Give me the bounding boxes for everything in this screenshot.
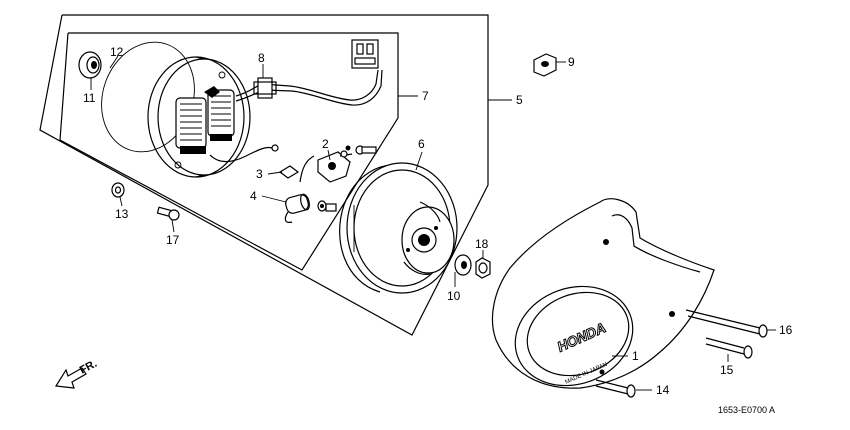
breaker-screw: [345, 145, 377, 155]
callout-3: 3: [256, 167, 263, 181]
wire-harness: [235, 69, 383, 106]
callout-18: 18: [475, 237, 489, 251]
flywheel-washer: [454, 254, 472, 276]
ground-wire: [209, 146, 273, 163]
cover-bolt-14: [595, 379, 636, 398]
callout-5: 5: [516, 93, 523, 107]
wire-grommet: [533, 53, 557, 77]
callout-14: 14: [656, 383, 670, 397]
short-bolt: [156, 206, 180, 221]
condenser: [284, 155, 315, 223]
direction-label: FR.: [78, 358, 99, 377]
flywheel-rotor: [339, 162, 458, 294]
callout-1: 1: [632, 349, 639, 363]
callout-13: 13: [115, 207, 129, 221]
leader-lines: [90, 55, 776, 391]
callout-15: 15: [720, 363, 734, 377]
flywheel-nut: [475, 257, 491, 279]
callout-8: 8: [258, 51, 265, 65]
callout-4: 4: [250, 189, 257, 203]
callout-17: 17: [166, 233, 180, 247]
callout-6: 6: [418, 137, 425, 151]
oil-seal: [78, 51, 102, 79]
callout-2: 2: [322, 137, 329, 151]
callout-11: 11: [83, 91, 96, 105]
condenser-screw: [317, 200, 337, 212]
callout-9: 9: [568, 55, 575, 69]
callout-12: 12: [110, 45, 124, 59]
small-washer: [111, 182, 125, 198]
callouts: 1 2 3 4 5 6 7 8 9 10 11 12 13 14 15 16 1…: [83, 45, 793, 397]
front-direction-arrow: FR.: [54, 358, 99, 389]
callout-7: 7: [422, 89, 429, 103]
cover-bolt-15: [705, 337, 753, 359]
felt-wick: [278, 165, 300, 179]
wire-connector: [351, 39, 379, 69]
cover-bolt-16: [685, 309, 768, 338]
stator-plate: [147, 56, 251, 178]
left-crankcase-cover: HONDA MADE IN JAPAN: [491, 198, 715, 389]
contact-breaker: [317, 150, 353, 183]
callout-16: 16: [779, 323, 793, 337]
callout-10: 10: [447, 289, 461, 303]
diagram-code: 1653-E0700 A: [718, 405, 775, 415]
assembly-box-inner: [59, 32, 399, 271]
